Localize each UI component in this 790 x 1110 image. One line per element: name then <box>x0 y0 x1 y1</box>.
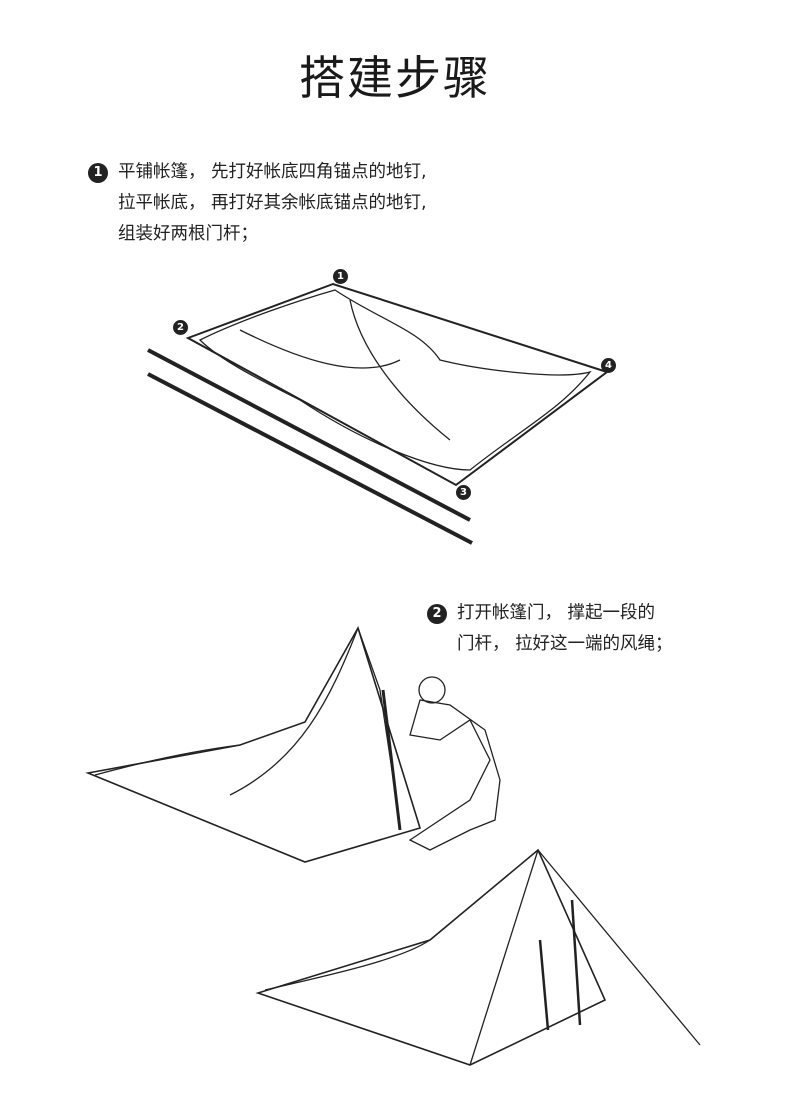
page-title: 搭建步骤 <box>299 51 491 105</box>
step-1-line: 平铺帐篷， 先打好帐底四角锚点的地钉, <box>118 162 427 182</box>
marker-1: 1 <box>333 269 348 284</box>
step-2-text: 2 打开帐篷门， 撑起一段的 门杆， 拉好这一端的风绳； <box>427 598 673 660</box>
step-2-number-icon: 2 <box>427 604 447 624</box>
marker-3: 3 <box>456 485 471 500</box>
flat-groundsheet-illustration <box>147 282 610 545</box>
marker-2: 2 <box>173 320 188 335</box>
step-2-line: 打开帐篷门， 撑起一段的 <box>457 603 656 623</box>
step-1-line: 拉平帐底， 再打好其余帐底锚点的地钉, <box>118 193 427 213</box>
step-1-text: 1 平铺帐篷， 先打好帐底四角锚点的地钉, 拉平帐底， 再打好其余帐底锚点的地钉… <box>88 157 427 250</box>
finished-tent-illustration <box>255 848 701 1066</box>
step-1-number-icon: 1 <box>88 163 108 183</box>
pitching-tent-illustration <box>85 625 501 863</box>
step-1-line: 组装好两根门杆； <box>118 224 258 244</box>
marker-4: 4 <box>601 358 616 373</box>
step-2-line: 门杆， 拉好这一端的风绳； <box>457 634 673 654</box>
